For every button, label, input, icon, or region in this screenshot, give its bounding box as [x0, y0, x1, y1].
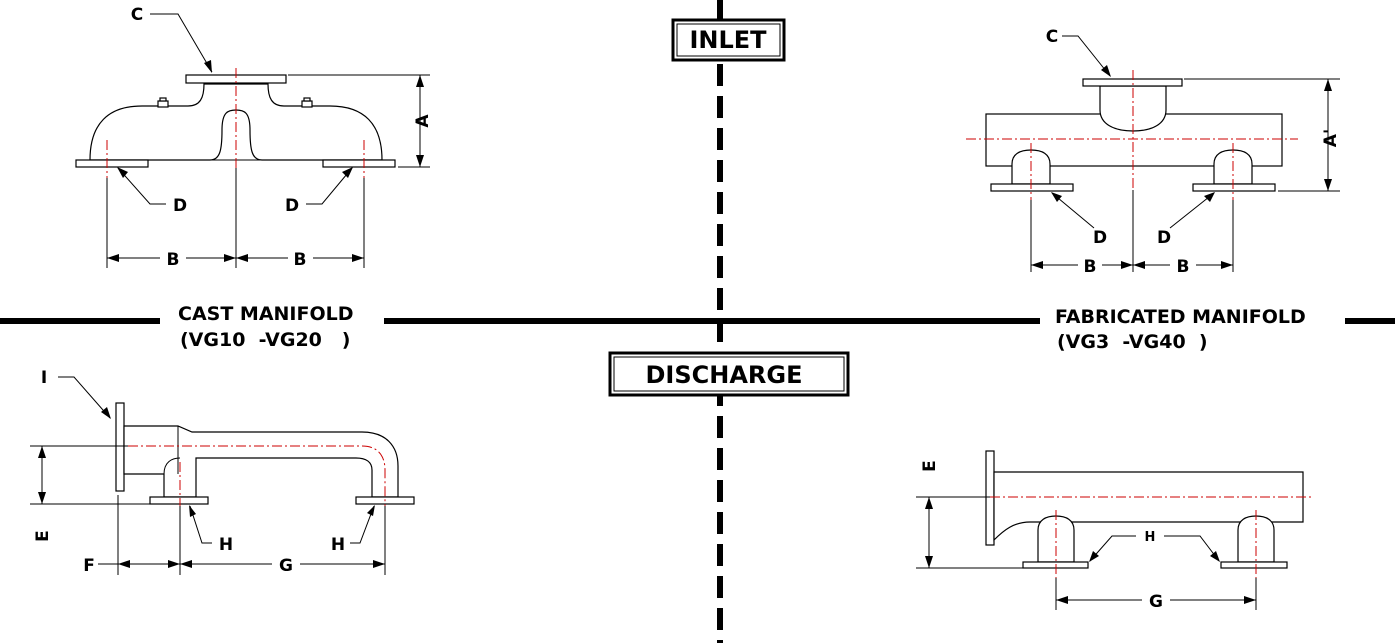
leader-d-right-label: D	[285, 196, 299, 216]
discharge-label: DISCHARGE	[646, 361, 803, 389]
cast-inlet-body	[89, 83, 383, 161]
cast-inlet-boss-right	[301, 100, 313, 108]
fab-leader-d-right-label: D	[1157, 228, 1171, 248]
discharge-box: DISCHARGE	[608, 351, 850, 397]
dim-g-label: G	[279, 556, 293, 576]
fab-leader-d-left-label: D	[1093, 228, 1107, 248]
fab-leader-h-label: H	[1145, 530, 1156, 545]
cast-discharge-flange-left	[149, 496, 209, 505]
leader-h-right-label: H	[331, 535, 345, 555]
fab-discharge-end-flange	[985, 450, 995, 546]
leader-h-left-label: H	[219, 535, 233, 555]
cast-discharge-body	[123, 425, 399, 498]
fabricated-discharge-drawing: E G H	[916, 450, 1314, 612]
fab-leader-c-label: C	[1046, 27, 1058, 47]
cast-manifold-models: (VG10 -VG20 )	[180, 329, 350, 351]
cast-inlet-boss-left	[157, 100, 169, 108]
fabricated-manifold-models: (VG3 -VG40 )	[1057, 331, 1208, 353]
cast-discharge-drawing: E F G I H H	[30, 368, 415, 576]
fab-dim-b-right-label: B	[1177, 257, 1190, 277]
dim-a-label: A	[413, 114, 433, 128]
leader-c-label: C	[131, 5, 143, 25]
leader-d-left-label: D	[173, 196, 187, 216]
inlet-label: INLET	[689, 26, 767, 54]
fab-dim-e-label: E	[920, 460, 940, 472]
dim-a-prime-label: A'	[1321, 129, 1341, 147]
dim-e-label: E	[33, 530, 53, 542]
fab-discharge-header	[993, 471, 1304, 542]
dim-b-left-label: B	[167, 250, 180, 270]
cast-manifold-title: CAST MANIFOLD	[178, 303, 354, 325]
cast-inlet-right-flange	[322, 159, 396, 168]
fab-discharge-flange-right	[1220, 561, 1288, 569]
fab-dim-b-left-label: B	[1084, 257, 1097, 277]
fab-inlet-right-flange	[1192, 183, 1276, 192]
cast-discharge-side-flange	[115, 402, 125, 492]
cast-inlet-left-flange	[75, 159, 149, 168]
inlet-box: INLET	[671, 18, 786, 62]
fabricated-manifold-title: FABRICATED MANIFOLD	[1055, 306, 1306, 328]
fabricated-inlet-drawing: A' B B C D D	[966, 27, 1341, 277]
fab-dim-g-label: G	[1149, 592, 1163, 612]
dim-b-right-label: B	[294, 250, 307, 270]
fab-inlet-left-flange	[990, 183, 1074, 192]
dim-f-label: F	[83, 556, 95, 576]
cast-inlet-drawing: A B B C D D	[75, 5, 433, 270]
leader-i-label: I	[41, 368, 47, 388]
